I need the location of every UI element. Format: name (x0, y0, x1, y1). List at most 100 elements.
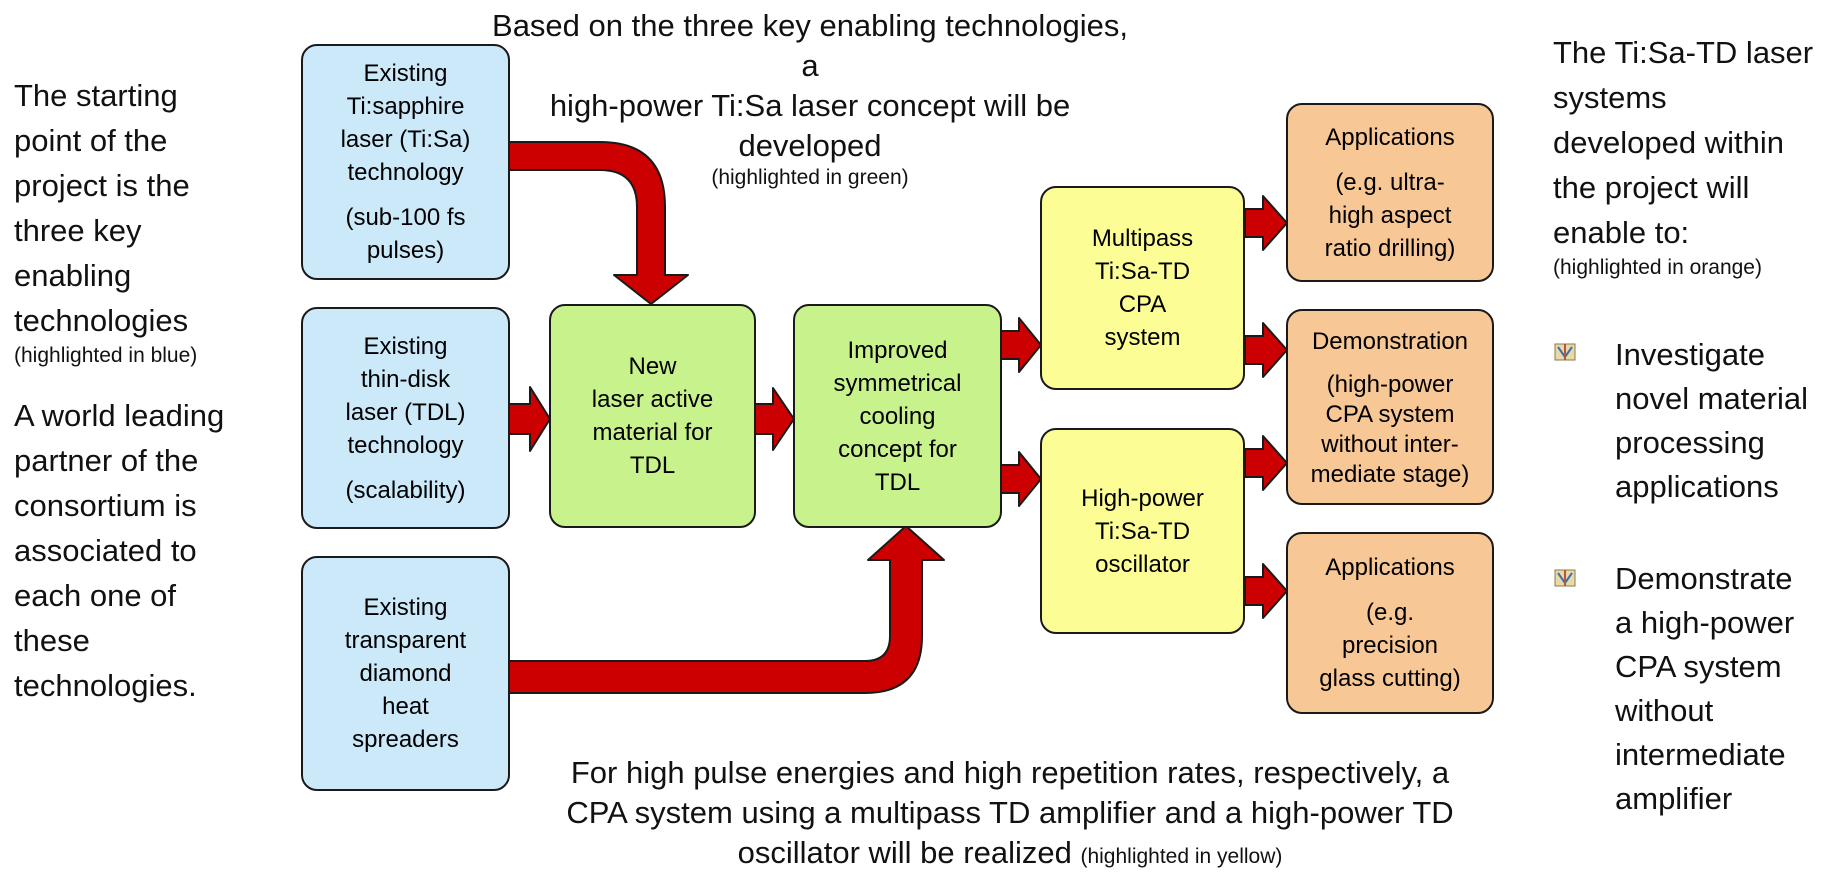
arrow-cooling-to-oscillator (1000, 451, 1042, 507)
box-text: Ti:Sa-TD (1094, 258, 1191, 285)
bullet-icon (1554, 567, 1576, 589)
bullet-2-line: amplifier (1615, 781, 1733, 816)
box-text: concept for (838, 435, 957, 463)
right-description: The Ti:Sa-TD laser systems developed wit… (1553, 30, 1838, 281)
left-para2-line: A world leading (14, 398, 225, 433)
left-description: The starting point of the project is the… (14, 73, 239, 708)
box-subtext: without inter- (1321, 430, 1459, 458)
bullet-2-line: without (1615, 693, 1714, 728)
left-para1-line: The starting (14, 78, 178, 113)
box-text: technology (347, 159, 464, 186)
bottom-caption-line3: oscillator will be realized (highlighted… (520, 833, 1500, 877)
bullet-1: Investigate novel material processing ap… (1615, 333, 1840, 509)
left-para1-note: (highlighted in blue) (14, 344, 198, 367)
bullet-2-line: a high-power (1615, 605, 1795, 640)
box-text: Existing (363, 332, 448, 360)
arrow-oscillator-to-demo (1244, 435, 1288, 491)
box-subtext: mediate stage) (1310, 460, 1470, 488)
bullet-1-line: Investigate (1615, 337, 1765, 372)
box-applications-drilling: Applications (e.g. ultra- high aspect ra… (1286, 103, 1494, 282)
bottom-caption: For high pulse energies and high repetit… (520, 753, 1500, 877)
bottom-caption-line3-text: oscillator will be realized (737, 835, 1072, 870)
box-subtext: precision (1341, 632, 1439, 659)
left-para1: The starting point of the project is the… (14, 73, 239, 369)
right-heading-note: (highlighted in orange) (1553, 256, 1762, 279)
bullet-1-line: novel material (1615, 381, 1808, 416)
right-heading-line: developed within (1553, 125, 1784, 160)
box-subtext: (sub-100 fs (345, 204, 466, 231)
box-subtext: glass cutting) (1319, 665, 1461, 692)
box-text: Improved (847, 336, 948, 364)
right-heading-line: systems (1553, 80, 1667, 115)
box-text: system (1104, 324, 1181, 351)
box-text: laser (TDL) (345, 398, 466, 426)
box-text: Existing (363, 594, 448, 621)
left-para1-line: technologies (14, 303, 189, 338)
box-subtext: ratio drilling) (1324, 234, 1456, 262)
left-para1-line: point of the (14, 123, 168, 158)
box-text: TDL (874, 468, 921, 496)
box-text: Ti:sapphire (346, 93, 465, 120)
right-heading-line: The Ti:Sa-TD laser (1553, 35, 1814, 70)
left-para2-line: these (14, 623, 90, 658)
arrow-tisa-to-material (507, 141, 689, 305)
box-text: Multipass (1091, 225, 1194, 252)
bullet-1-line: applications (1615, 469, 1779, 504)
arrow-multipass-to-app1 (1244, 195, 1288, 251)
left-para2-line: consortium is (14, 488, 197, 523)
box-text: New (628, 353, 677, 380)
box-text: Demonstration (1311, 327, 1469, 355)
bullet-2-line: CPA system (1615, 649, 1782, 684)
box-multipass-cpa: Multipass Ti:Sa-TD CPA system (1040, 186, 1245, 390)
left-para2: A world leading partner of the consortiu… (14, 393, 239, 708)
box-text: thin-disk (360, 365, 451, 393)
box-subtext: (e.g. ultra- (1335, 168, 1445, 196)
top-caption-note: (highlighted in green) (711, 166, 909, 189)
box-text: laser active (591, 386, 714, 413)
arrow-material-to-cooling (754, 387, 795, 451)
top-caption-line1: Based on the three key enabling technolo… (492, 8, 1128, 83)
box-text: Applications (1325, 554, 1455, 581)
bullet-icon (1554, 341, 1576, 363)
left-para2-line: each one of (14, 578, 177, 613)
arrow-oscillator-to-app2 (1244, 563, 1288, 619)
arrow-tdl-to-material (507, 386, 551, 452)
top-caption-line2: high-power Ti:Sa laser concept will be d… (549, 88, 1071, 163)
right-heading-line: enable to: (1553, 215, 1690, 250)
box-subtext: (high-power (1326, 370, 1454, 398)
box-subtext: high aspect (1328, 201, 1452, 229)
box-applications-glass: Applications (e.g. precision glass cutti… (1286, 532, 1494, 714)
bottom-caption-note: (highlighted in yellow) (1080, 845, 1283, 868)
box-subtext: (e.g. (1365, 599, 1415, 626)
box-text: material for (592, 419, 713, 446)
box-text: spreaders (352, 726, 459, 753)
box-text: Ti:Sa-TD (1094, 517, 1191, 545)
bullet-2: Demonstrate a high-power CPA system with… (1615, 557, 1840, 821)
left-para1-line: enabling (14, 258, 132, 293)
box-text: symmetrical (833, 369, 962, 397)
box-existing-tisa: Existing Ti:sapphire laser (Ti:Sa) techn… (301, 44, 510, 280)
left-para1-line: three key (14, 213, 142, 248)
box-text: CPA (1118, 291, 1167, 318)
bottom-caption-line2: CPA system using a multipass TD amplifie… (566, 795, 1454, 830)
left-para1-line: project is the (14, 168, 190, 203)
box-demonstration: Demonstration (high-power CPA system wit… (1286, 309, 1494, 505)
box-existing-diamond: Existing transparent diamond heat spread… (301, 556, 510, 791)
left-para2-line: technologies. (14, 668, 197, 703)
box-text: High-power (1081, 484, 1204, 512)
left-para2-line: partner of the (14, 443, 199, 478)
left-para2-line: associated to (14, 533, 197, 568)
box-text: heat (382, 693, 429, 720)
box-subtext: CPA system (1325, 400, 1455, 428)
box-text: transparent (344, 627, 467, 654)
box-existing-tdl: Existing thin-disk laser (TDL) technolog… (301, 307, 510, 529)
bottom-caption-line1: For high pulse energies and high repetit… (570, 755, 1450, 790)
box-text: Applications (1325, 123, 1455, 151)
arrow-cooling-to-multipass (1000, 317, 1042, 373)
box-text: cooling (859, 402, 936, 430)
box-text: oscillator (1095, 550, 1190, 578)
arrow-multipass-to-demo (1244, 322, 1288, 378)
bullet-1-line: processing (1615, 425, 1765, 460)
right-heading-line: the project will (1553, 170, 1750, 205)
